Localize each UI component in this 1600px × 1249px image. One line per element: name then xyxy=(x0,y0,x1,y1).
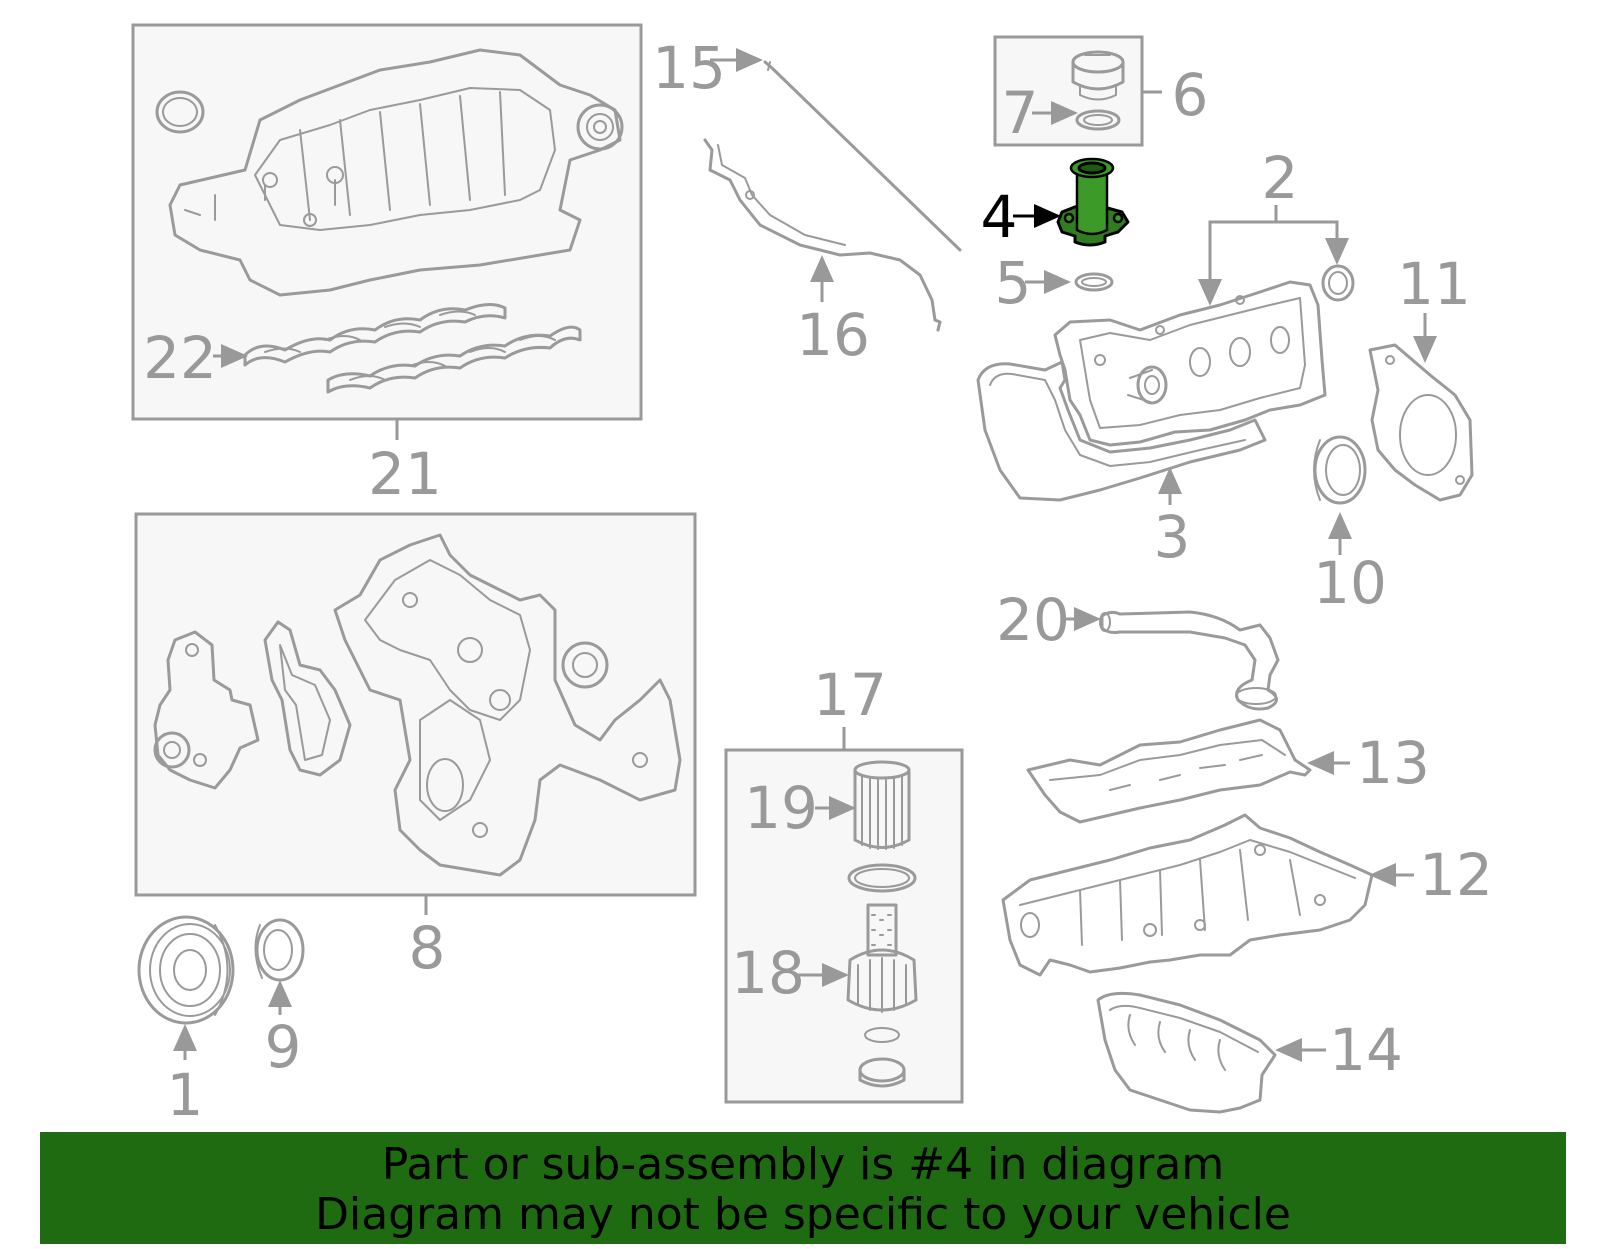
callout-22: 22 xyxy=(143,324,217,392)
callout-14: 14 xyxy=(1329,1016,1403,1084)
callout-2: 2 xyxy=(1262,144,1299,212)
camshaft-seal xyxy=(1321,264,1355,302)
callout-20: 20 xyxy=(996,586,1070,654)
callout-18: 18 xyxy=(731,939,805,1007)
banner-line-1: Part or sub-assembly is #4 in diagram xyxy=(381,1139,1225,1190)
dipstick-tube xyxy=(703,138,942,332)
banner-line-2: Diagram may not be specific to your vehi… xyxy=(315,1189,1291,1240)
callout-11: 11 xyxy=(1397,250,1471,318)
callout-7: 7 xyxy=(1002,79,1039,147)
intake-manifold-group xyxy=(131,23,643,421)
callout-16: 16 xyxy=(796,301,870,369)
leader-lines xyxy=(173,48,1437,1062)
oil-baffle xyxy=(1026,718,1312,824)
callout-9: 9 xyxy=(265,1013,302,1081)
callout-17: 17 xyxy=(813,661,887,729)
valve-cover-gasket xyxy=(976,360,1267,502)
oil-pan-upper xyxy=(1001,813,1374,977)
oil-pickup-tube xyxy=(1099,610,1280,711)
callout-10: 10 xyxy=(1313,549,1387,617)
callout-5: 5 xyxy=(995,249,1032,317)
oil-pan-lower xyxy=(1096,991,1277,1114)
timing-cover-group xyxy=(134,512,697,897)
highlighted-part-4[interactable] xyxy=(1056,157,1130,247)
callout-15: 15 xyxy=(652,34,726,102)
callout-21: 21 xyxy=(368,440,442,508)
front-seal xyxy=(254,918,305,982)
callout-6: 6 xyxy=(1172,61,1209,129)
callout-12: 12 xyxy=(1419,841,1493,909)
filler-gasket xyxy=(1074,272,1114,292)
crank-pulley xyxy=(137,915,235,1025)
callout-4[interactable]: 4 xyxy=(981,183,1018,251)
oil-filler-cap-group xyxy=(993,35,1144,147)
callout-1: 1 xyxy=(167,1061,204,1129)
box-8 xyxy=(134,512,697,897)
callout-8: 8 xyxy=(409,914,446,982)
dipstick xyxy=(763,60,962,252)
callout-13: 13 xyxy=(1356,729,1430,797)
rear-seal-retainer xyxy=(1368,343,1474,502)
rear-main-seal xyxy=(1313,435,1367,505)
callout-3: 3 xyxy=(1154,503,1191,571)
callout-19: 19 xyxy=(744,774,818,842)
callout-labels: 1 2 3 4 5 6 7 8 9 10 11 12 13 14 15 16 1… xyxy=(143,34,1493,1129)
info-banner: Part or sub-assembly is #4 in diagram Di… xyxy=(40,1132,1566,1244)
valve-cover xyxy=(1053,280,1327,447)
